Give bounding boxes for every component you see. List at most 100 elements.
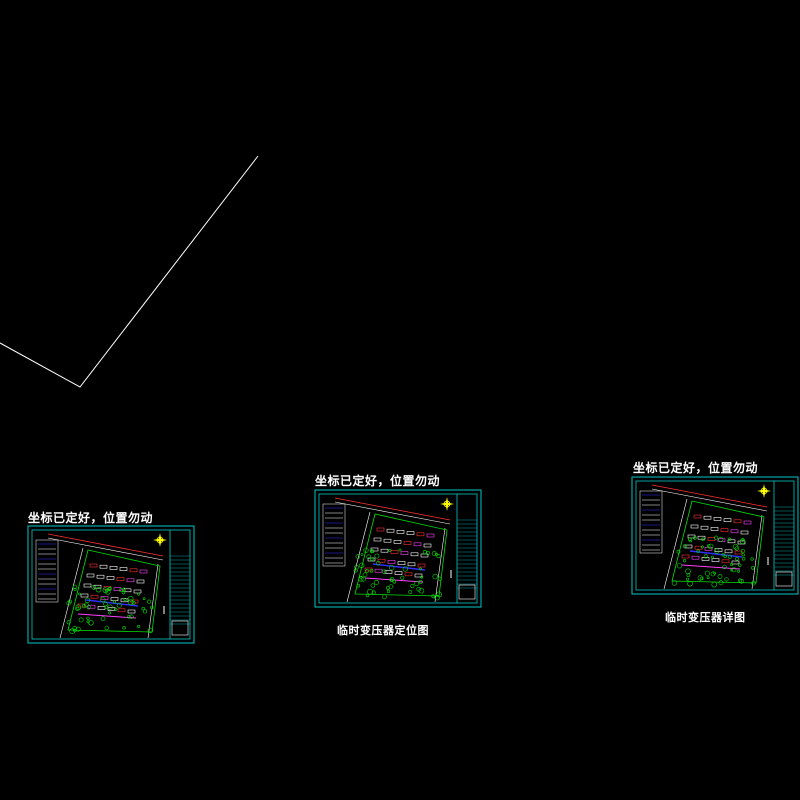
building-block [380,548,389,553]
road-line [47,533,164,557]
building-block [384,570,393,574]
building-block [690,524,699,529]
building-block [127,609,136,614]
building-block [123,588,132,593]
building-block [120,598,129,603]
building-block [396,530,405,534]
building-block [133,589,142,594]
sheet-2-note: 坐标已定好，位置勿动 [315,474,441,488]
tree-symbol [69,628,76,634]
tree-symbol [66,620,71,625]
tree-symbol [731,567,737,573]
tree-symbol [676,549,681,554]
building-block [727,539,736,544]
tree-symbol [431,594,435,599]
drawing-sheet-3[interactable] [631,476,799,595]
magenta-cable-line [681,564,741,570]
road-line [59,547,84,639]
tree-symbol [697,575,703,581]
tree-symbol [359,575,363,579]
building-block [370,547,379,552]
stray-polyline[interactable] [0,155,259,388]
tree-symbol [116,602,122,608]
drawing-sheet-1[interactable] [27,525,195,644]
road-line [434,527,446,603]
tree-symbol [107,604,113,610]
building-block [703,515,712,520]
tree-symbol [86,616,90,620]
tree-symbol [701,537,705,542]
tree-symbol [128,599,134,605]
tree-symbol [370,583,376,588]
tree-symbol [113,600,117,604]
tree-symbol [375,560,381,566]
tree-symbol [127,614,131,619]
road-line [651,484,768,508]
tree-symbol [382,594,387,600]
tree-symbol [84,597,91,603]
tree-symbol [728,537,732,541]
sheet-frame [27,525,195,644]
tree-symbol [751,580,756,586]
building-block [109,566,118,570]
sheet-2-caption: 临时变压器定位图 [337,624,429,637]
title-block-stamp [171,620,189,636]
tree-symbol [108,586,112,591]
tree-symbol [682,544,687,549]
tree-symbol [732,543,739,550]
tree-symbol [86,620,90,624]
building-block [136,579,145,584]
building-block [93,584,102,589]
tree-symbol [356,583,361,588]
title-block-stamp [458,584,476,600]
building-block [743,520,752,525]
building-block [77,603,86,608]
tree-symbol [727,554,732,559]
building-block [390,550,399,554]
building-block [80,593,89,598]
tree-symbol [113,607,118,611]
tree-symbol [718,580,724,586]
road-line [334,501,451,525]
site-boundary [67,549,161,633]
building-block [129,568,138,573]
title-block-stamp [775,571,793,587]
drawing-sheet-2[interactable] [314,489,482,608]
tree-symbol [389,578,393,582]
tree-symbol [355,554,360,559]
building-block [374,568,383,573]
building-block [684,544,693,549]
tree-symbol [714,548,720,554]
tree-symbol [706,544,711,548]
tree-symbol [740,548,745,554]
building-block [377,558,386,563]
tree-symbol [75,604,82,611]
building-block [711,558,720,562]
tree-symbol [75,606,80,611]
tree-symbol [682,559,687,563]
building-block [99,564,108,569]
building-block [406,531,415,535]
tree-symbol [108,611,112,615]
building-block [423,543,432,548]
tree-symbol [734,546,739,551]
building-block [720,528,729,532]
tree-symbol [127,596,134,602]
sheet-frame [314,489,482,608]
tree-symbol [718,536,724,542]
building-block [721,559,730,564]
sheet-inner-frame [31,529,191,640]
tree-symbol [687,580,693,587]
building-block [100,596,109,600]
tree-symbol [418,587,425,594]
tree-symbol [431,551,437,556]
compass-needle [440,502,454,506]
tree-symbol [75,626,81,632]
road-line [651,488,768,512]
tree-symbol [88,620,94,626]
road-line [147,563,159,639]
tree-symbol [121,590,126,595]
tree-symbol [693,536,697,540]
legend-table [639,490,663,554]
